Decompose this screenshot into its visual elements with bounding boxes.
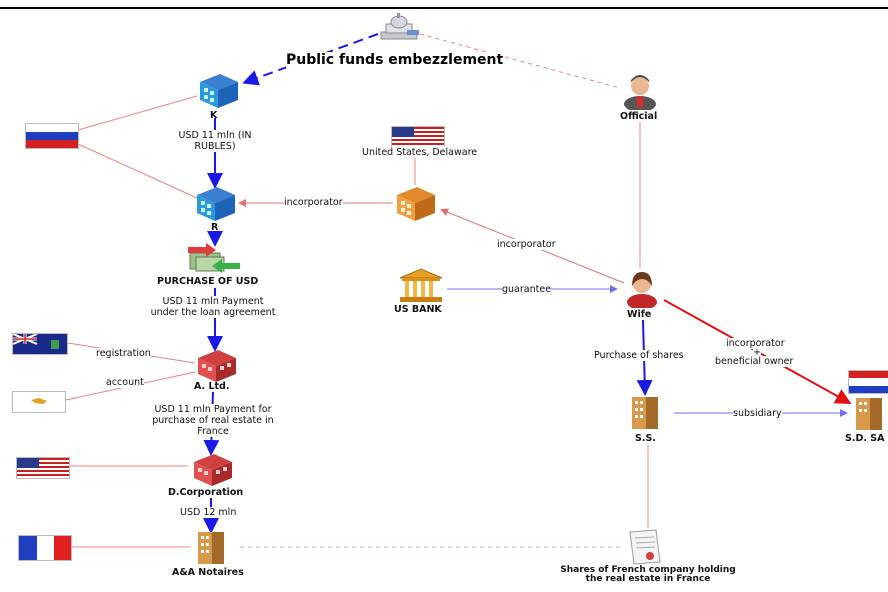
bvi-flag-icon <box>12 333 68 355</box>
edge-k-r-label: USD 11 mln (IN RUBLES) <box>175 130 255 152</box>
dcorp-building-icon <box>194 454 232 486</box>
edge-guarantee-label: guarantee <box>502 284 552 295</box>
usa-flag-delaware-icon <box>391 126 445 148</box>
edge-altd-dcorp-label: USD 11 mln Payment for purchase of real … <box>145 404 281 437</box>
cyprus-flag-icon <box>12 391 66 413</box>
france-flag-icon <box>18 535 72 561</box>
k-building-icon <box>200 74 238 108</box>
node-sdsa-label: S.D. SA <box>845 433 885 444</box>
diagram-title: Public funds embezzlement <box>286 52 504 68</box>
node-shares-label: Shares of French company holding the rea… <box>560 565 736 584</box>
node-dcorp-label: D.Corporation <box>168 487 244 498</box>
node-ss-label: S.S. <box>635 433 656 444</box>
node-altd-label: A. Ltd. <box>194 381 230 392</box>
edge-registration-label: registration <box>96 348 151 359</box>
delaware-company-building-icon <box>397 187 435 221</box>
edge-incorporator-delaware-label: incorporator <box>497 239 556 250</box>
russia-flag-icon <box>25 123 79 149</box>
official-person-icon <box>624 75 656 110</box>
node-notaires-label: A&A Notaires <box>172 567 244 578</box>
node-delaware-label: United States, Delaware <box>362 147 478 158</box>
node-wife-label: Wife <box>627 309 652 320</box>
top-border <box>0 7 888 9</box>
netherlands-flag-icon <box>848 370 888 394</box>
notaires-building-icon <box>198 532 224 564</box>
usa-flag-icon <box>16 457 70 479</box>
node-purchase-label: PURCHASE OF USD <box>157 276 259 287</box>
edge-incorporator-r-label: incorporator <box>284 197 343 208</box>
altd-building-icon <box>198 350 236 382</box>
edge-purchase-altd-label: USD 11 mln Payment under the loan agreem… <box>148 296 278 318</box>
edge-incorporator-owner-label-2: beneficial owner <box>715 356 794 367</box>
ss-building-icon <box>632 397 658 429</box>
edge-capitol-official <box>419 33 621 89</box>
bank-icon <box>399 268 443 302</box>
node-usbank-label: US BANK <box>394 304 442 315</box>
node-r-label: R <box>211 222 219 233</box>
capitol-building-icon <box>380 13 419 40</box>
r-building-icon <box>197 187 235 221</box>
edge-purchase-shares-label: Purchase of shares <box>594 350 684 361</box>
sdsa-building-icon <box>856 398 882 430</box>
edge-dcorp-notaires-label: USD 12 mln <box>180 507 237 518</box>
edge-russia-r <box>77 143 198 199</box>
node-official-label: Official <box>620 111 658 122</box>
edge-subsidiary-label: subsidiary <box>733 408 782 419</box>
node-k-label: K <box>210 110 218 121</box>
edge-account-label: account <box>106 377 144 388</box>
currency-exchange-icon <box>188 243 240 273</box>
edge-russia-k <box>77 95 198 131</box>
wife-person-icon <box>627 272 657 308</box>
share-certificate-icon <box>629 529 661 565</box>
edge-incorporator-owner-plus: + <box>753 347 761 358</box>
edge-incorporator-owner-label-1: incorporator <box>726 338 785 349</box>
